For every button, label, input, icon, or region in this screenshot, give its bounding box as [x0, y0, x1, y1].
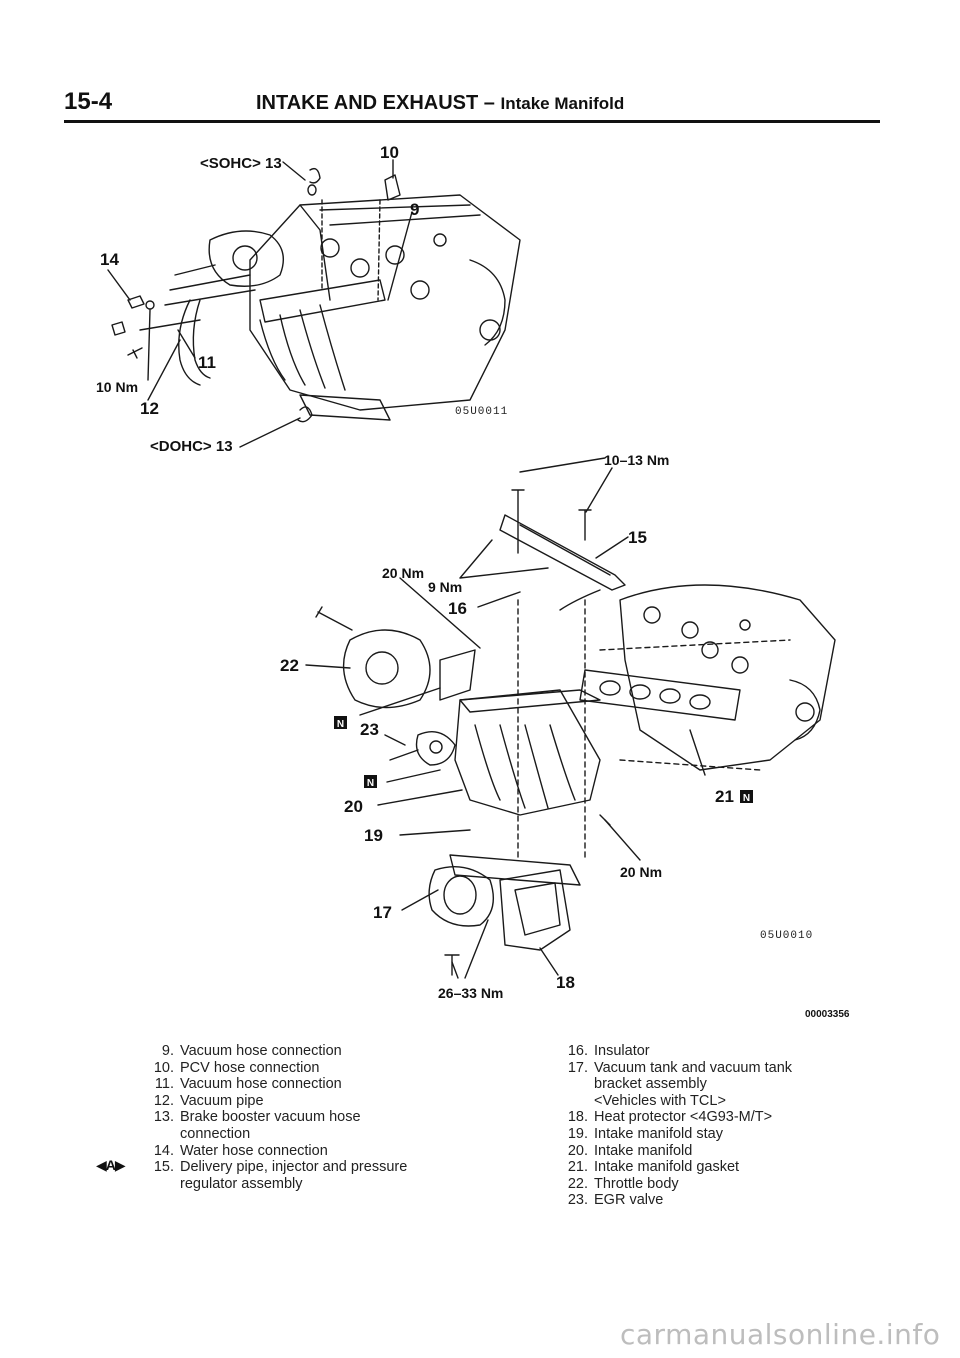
label-sohc-13: <SOHC> 13	[200, 155, 282, 172]
list-item: 12.Vacuum pipe	[153, 1092, 264, 1109]
list-item: 11.Vacuum hose connection	[154, 1076, 342, 1093]
parts-list-right: 16.Insulator 17.Vacuum tank and vacuum t…	[554, 1043, 874, 1209]
label-9: 9	[410, 200, 419, 219]
label-10nm: 10 Nm	[96, 379, 138, 395]
badge-text-21: N	[743, 793, 750, 804]
title-sub: Intake Manifold	[500, 94, 625, 113]
label-19: 19	[364, 826, 383, 845]
title-main: INTAKE AND EXHAUST	[256, 92, 479, 114]
exploded-diagram: <SOHC> 13 10 9 14 11 10 Nm 12 <DOHC> 13 …	[96, 143, 850, 1020]
n-badge-21: N	[740, 790, 753, 804]
diagram-code-top: 05U0011	[455, 406, 508, 418]
label-15: 15	[628, 528, 647, 547]
n-badge-20: N	[364, 775, 377, 789]
list-item: 14.Water hose connection	[153, 1142, 328, 1159]
label-14: 14	[100, 250, 119, 269]
label-18: 18	[556, 973, 575, 992]
list-item: 10.PCV hose connection	[153, 1059, 320, 1076]
badge-text-20: N	[367, 778, 374, 789]
bottom-engine-drawing	[305, 457, 836, 979]
list-item: 17.Vacuum tank and vacuum tank bracket a…	[567, 1059, 793, 1109]
title-dash: –	[478, 92, 501, 114]
header-rule	[64, 120, 880, 123]
label-12: 12	[140, 399, 159, 418]
label-20: 20	[344, 797, 363, 816]
watermark: carmanualsonline.info	[620, 1318, 941, 1351]
label-20nm-a: 20 Nm	[382, 565, 424, 581]
procedure-marker: ◀A▶	[96, 1157, 126, 1173]
parts-list-left: 9.Vacuum hose connection 10.PCV hose con…	[140, 1043, 480, 1192]
label-11: 11	[198, 353, 216, 372]
page-number: 15-4	[64, 88, 113, 115]
list-item: 13.Brake booster vacuum hose connection	[153, 1109, 361, 1142]
label-10: 10	[380, 143, 399, 162]
figure-id: 00003356	[805, 1009, 850, 1020]
list-item: 22.Throttle body	[567, 1175, 679, 1192]
top-engine-drawing	[107, 159, 521, 448]
label-21: 21	[715, 787, 734, 806]
label-20nm-b: 20 Nm	[620, 864, 662, 880]
page-header: 15-4 INTAKE AND EXHAUST – Intake Manifol…	[64, 88, 880, 124]
label-22: 22	[280, 656, 299, 675]
diagram-code-bottom: 05U0010	[760, 930, 813, 942]
n-badge-23: N	[334, 716, 347, 730]
list-item: 21.Intake manifold gasket	[567, 1159, 740, 1176]
label-26-33nm: 26–33 Nm	[438, 985, 503, 1001]
label-dohc-13: <DOHC> 13	[150, 438, 233, 455]
label-10-13nm: 10–13 Nm	[604, 452, 669, 468]
label-17: 17	[373, 903, 392, 922]
list-item: 23.EGR valve	[567, 1192, 664, 1209]
list-item: 20.Intake manifold	[567, 1142, 693, 1159]
list-item: 16.Insulator	[567, 1043, 650, 1059]
label-23: 23	[360, 720, 379, 739]
list-item: 15.Delivery pipe, injector and pressure …	[153, 1159, 408, 1192]
list-item: 9.Vacuum hose connection	[161, 1043, 342, 1059]
list-item: 19.Intake manifold stay	[567, 1125, 723, 1142]
page-title: INTAKE AND EXHAUST – Intake Manifold	[256, 92, 624, 115]
label-16: 16	[448, 599, 467, 618]
badge-text-23: N	[337, 719, 344, 730]
list-item: 18.Heat protector <4G93-M/T>	[567, 1109, 773, 1126]
label-9nm: 9 Nm	[428, 579, 462, 595]
